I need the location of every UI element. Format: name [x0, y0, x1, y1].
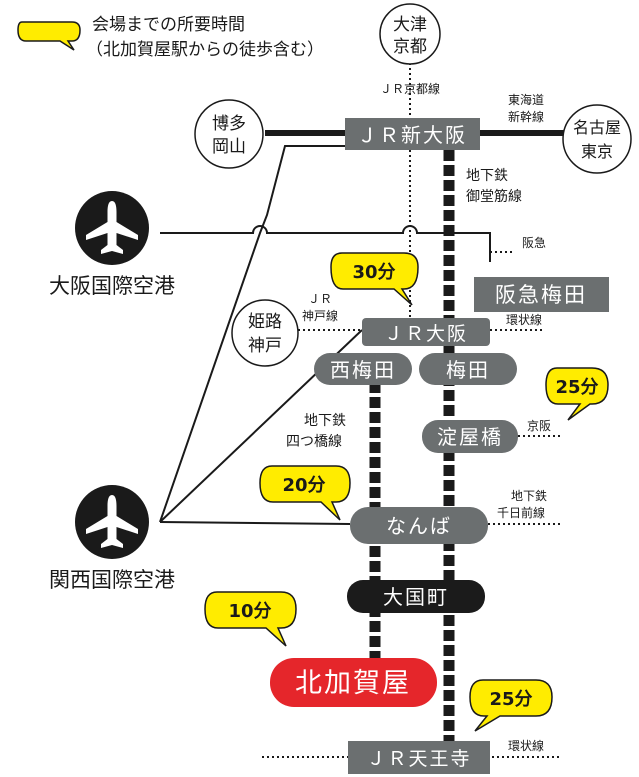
airport-kansai: 関西国際空港 [49, 485, 175, 592]
destination-label: 博多 [212, 114, 246, 134]
station-label: ＪＲ大阪 [384, 323, 468, 345]
station-label: なんば [386, 514, 452, 538]
destination-label: 東京 [581, 142, 613, 161]
time-bubble-kitakagaya: 10分 [204, 591, 297, 647]
time-bubble-tennoji: 25分 [469, 679, 553, 732]
line-label-yotsubashi-2: 四つ橋線 [286, 434, 342, 450]
speech-bubble-icon [545, 367, 609, 421]
destination-label: 京都 [393, 37, 427, 57]
line-label-jr-kobe-2: 神戸線 [302, 308, 338, 323]
legend-line2: （北加賀屋駅からの徒歩含む） [86, 40, 324, 60]
destination-label: 大津 [393, 15, 427, 35]
line-label-keihan: 京阪 [527, 419, 551, 433]
station-namba: なんば [350, 507, 488, 544]
line-label-jr-kobe-1: ＪＲ [308, 292, 332, 306]
time-label: 25分 [555, 377, 598, 398]
haruka-line [159, 145, 350, 523]
kansai-namba-line [159, 521, 351, 525]
station-label: ＪＲ新大阪 [357, 123, 467, 147]
legend-line1: 会場までの所要時間 [92, 15, 245, 35]
airport-itami: 大阪国際空港 [49, 191, 175, 298]
speech-bubble-icon [330, 252, 419, 306]
line-label-tokaido: 東海道 [508, 92, 544, 107]
speech-bubble-icon [469, 679, 553, 732]
station-jr-osaka: ＪＲ大阪 [362, 318, 490, 346]
line-label-jr-kyoto: ＪＲ京都線 [380, 81, 440, 96]
speech-bubble-icon [204, 591, 297, 647]
station-label: 大国町 [383, 585, 449, 609]
destination-otsu-kyoto: 大津 京都 [379, 3, 441, 65]
line-label-loop-1: 環状線 [506, 312, 542, 327]
destination-label: 神戸 [248, 336, 282, 356]
line-label-hankyu: 阪急 [522, 235, 546, 250]
line-label-midosuji-2: 御堂筋線 [466, 188, 522, 205]
line-label-shinkansen: 新幹線 [508, 109, 544, 124]
destination-label: 岡山 [212, 137, 246, 157]
time-bubble-yodoyabashi: 25分 [545, 367, 609, 421]
line-label-loop-2: 環状線 [508, 738, 544, 753]
station-umeda: 梅田 [419, 353, 517, 385]
station-kitakagaya: 北加賀屋 [270, 658, 437, 707]
time-label: 10分 [228, 601, 271, 622]
destination-hakata-okayama: 博多 岡山 [194, 99, 264, 169]
station-nishi-umeda: 西梅田 [314, 353, 412, 385]
destination-himeji-kobe: 姫路 神戸 [231, 299, 299, 367]
station-label: 梅田 [446, 358, 490, 382]
station-yodoyabashi: 淀屋橋 [422, 420, 518, 453]
time-bubble-namba: 20分 [259, 465, 351, 521]
legend: 会場までの所要時間 （北加賀屋駅からの徒歩含む） [17, 15, 324, 60]
station-daikokucho: 大国町 [347, 580, 485, 613]
destination-nagoya-tokyo: 名古屋 東京 [562, 104, 632, 174]
station-label: ＪＲ天王寺 [366, 748, 471, 770]
itami-bus-line [160, 225, 491, 262]
destination-label: 姫路 [248, 312, 282, 332]
speech-bubble-icon [259, 465, 351, 521]
time-label: 20分 [282, 475, 325, 496]
station-label: 北加賀屋 [295, 668, 411, 699]
station-hankyu-umeda: 阪急梅田 [474, 277, 609, 312]
station-label: 淀屋橋 [437, 425, 503, 449]
destination-label: 名古屋 [573, 118, 621, 137]
time-bubble-jr-osaka: 30分 [330, 252, 419, 306]
line-label-yotsubashi-1: 地下鉄 [304, 413, 346, 429]
station-tennoji: ＪＲ天王寺 [348, 741, 490, 774]
station-shin-osaka: ＪＲ新大阪 [345, 118, 480, 150]
line-label-midosuji-1: 地下鉄 [466, 168, 508, 184]
airport-label-kansai: 関西国際空港 [49, 568, 175, 592]
airport-label-itami: 大阪国際空港 [49, 274, 175, 298]
line-label-sennichimae-2: 千日前線 [497, 505, 545, 520]
time-label: 30分 [352, 262, 395, 283]
station-label: 阪急梅田 [495, 283, 587, 307]
station-label: 西梅田 [330, 358, 396, 382]
line-label-sennichimae-1: 地下鉄 [511, 488, 547, 503]
time-label: 25分 [489, 689, 532, 710]
legend-bubble-icon [17, 21, 81, 51]
